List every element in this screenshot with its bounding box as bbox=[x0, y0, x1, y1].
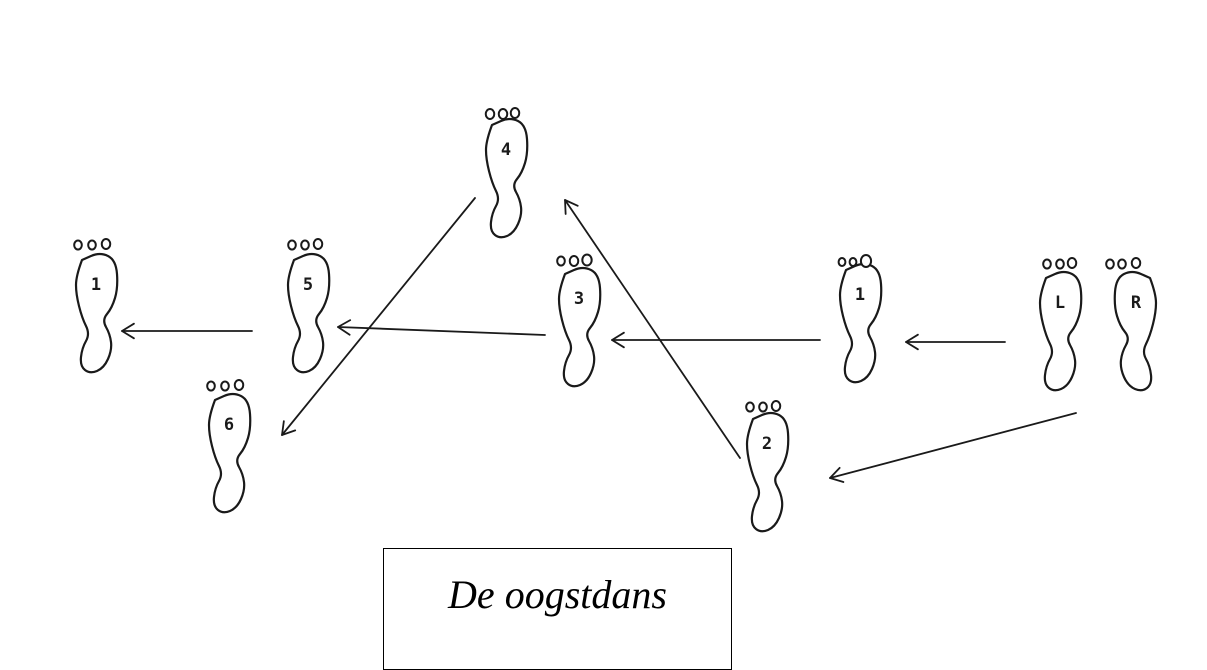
arrow-head bbox=[905, 333, 919, 351]
toe-mark bbox=[745, 401, 755, 413]
arrow-shaft bbox=[564, 199, 741, 459]
toe-mark bbox=[233, 379, 245, 391]
footprint-sole bbox=[207, 392, 252, 514]
step-label: 1 bbox=[91, 275, 101, 295]
footprint-step-2: 2 bbox=[745, 400, 790, 533]
step-label: 1 bbox=[855, 285, 865, 305]
arrow-shaft bbox=[829, 412, 1077, 479]
footprint-step-1-right: 1 bbox=[837, 254, 883, 384]
toe-mark bbox=[73, 239, 83, 251]
footprint-start-left: L bbox=[1038, 257, 1083, 392]
toe-mark bbox=[100, 238, 112, 250]
toe-mark bbox=[206, 380, 216, 392]
footprint-step-3: 3 bbox=[556, 253, 602, 388]
arrow-to-step-6 bbox=[281, 197, 476, 436]
footprint-sole bbox=[1038, 270, 1083, 392]
footprint-step-6: 6 bbox=[206, 379, 252, 514]
arrow-to-step-1-left bbox=[121, 322, 253, 340]
step-label: R bbox=[1131, 293, 1142, 313]
toe-mark bbox=[859, 254, 873, 268]
step-label: 5 bbox=[303, 275, 313, 295]
arrow-head bbox=[611, 331, 625, 349]
toe-mark bbox=[770, 400, 782, 412]
toe-mark bbox=[758, 401, 768, 413]
step-label: 6 bbox=[224, 415, 234, 435]
toe-mark bbox=[1066, 257, 1078, 269]
footprint-step-1-left: 1 bbox=[73, 238, 119, 374]
toe-mark bbox=[509, 107, 521, 119]
arrow-head bbox=[337, 319, 352, 336]
step-label: L bbox=[1055, 293, 1065, 313]
step-label: 2 bbox=[762, 434, 772, 454]
arrow-head bbox=[564, 199, 579, 215]
arrow-head bbox=[121, 322, 135, 340]
toe-mark bbox=[1042, 258, 1052, 270]
arrow-to-step-3 bbox=[611, 331, 821, 349]
toe-mark bbox=[484, 108, 496, 120]
toe-mark bbox=[556, 255, 566, 267]
toe-mark bbox=[568, 255, 580, 267]
toe-mark bbox=[1055, 258, 1065, 270]
footprint-sole bbox=[557, 266, 602, 388]
arrow-shaft bbox=[337, 326, 546, 336]
toe-mark bbox=[87, 239, 97, 251]
footprint-sole bbox=[1113, 270, 1158, 392]
arrow-head bbox=[829, 466, 845, 483]
caption-text: De oogstdans bbox=[448, 572, 667, 617]
toe-mark bbox=[581, 253, 593, 267]
toe-mark bbox=[220, 380, 230, 392]
arrow-to-step-2 bbox=[829, 412, 1077, 483]
toe-mark bbox=[1130, 257, 1142, 269]
footprint-sole bbox=[286, 252, 331, 374]
toe-mark bbox=[837, 257, 847, 267]
footprint-step-5: 5 bbox=[286, 238, 331, 374]
footprint-sole bbox=[838, 262, 883, 384]
step-label: 4 bbox=[501, 140, 511, 160]
step-label: 3 bbox=[574, 289, 584, 309]
toe-mark bbox=[1105, 258, 1115, 270]
footprint-sole bbox=[484, 117, 529, 239]
footprint-sole bbox=[745, 411, 790, 533]
toe-mark bbox=[312, 238, 324, 250]
arrow-to-step-1-right bbox=[905, 333, 1006, 351]
caption-box: De oogstdans bbox=[383, 548, 732, 670]
arrow-to-step-4 bbox=[564, 199, 741, 459]
footprint-sole bbox=[74, 252, 119, 374]
arrow-shaft bbox=[281, 197, 476, 436]
toe-mark bbox=[497, 108, 509, 120]
toe-mark bbox=[1117, 258, 1127, 270]
footprint-start-right: R bbox=[1105, 257, 1158, 392]
toe-mark bbox=[848, 257, 858, 267]
toe-mark bbox=[287, 239, 297, 251]
arrow-to-step-5 bbox=[337, 319, 546, 336]
arrow-head bbox=[281, 420, 297, 436]
footprint-step-4: 4 bbox=[484, 107, 529, 239]
toe-mark bbox=[300, 239, 310, 251]
